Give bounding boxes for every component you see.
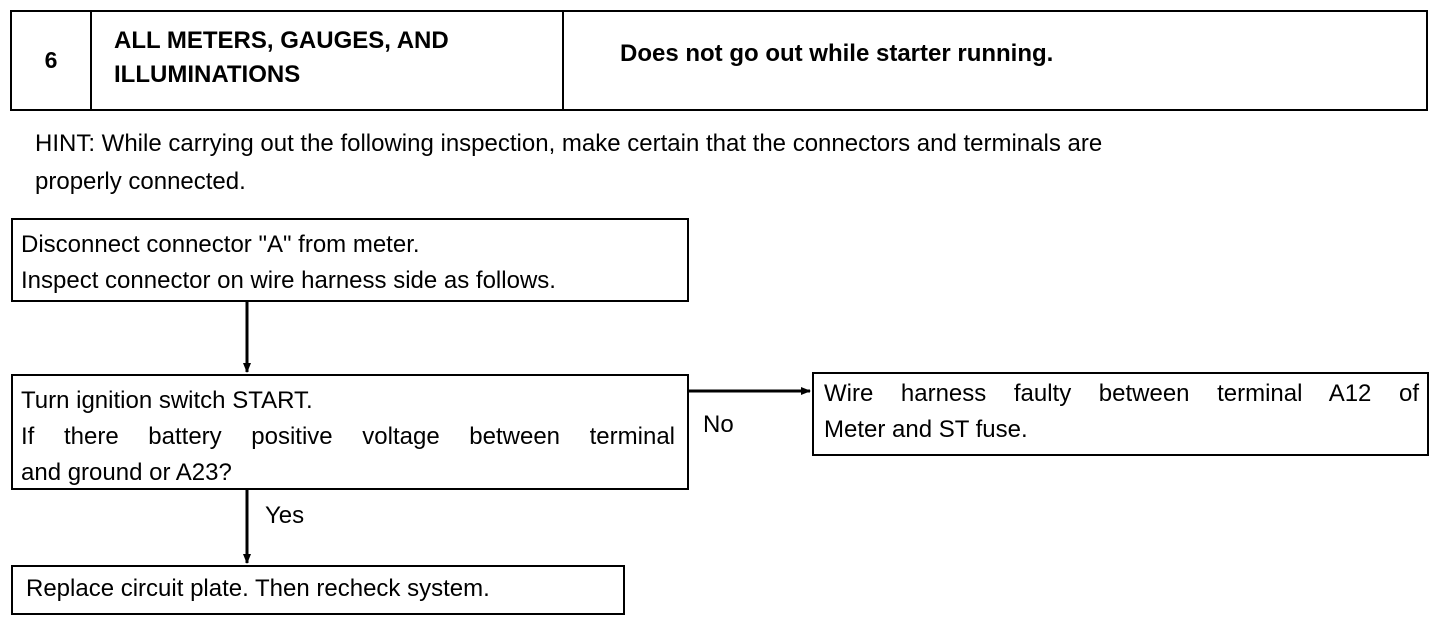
step2-line-3: and ground or A23? bbox=[21, 459, 232, 486]
step-disconnect-connector-box: Disconnect connector "A" from meter. Ins… bbox=[11, 218, 689, 302]
step2-line-1: Turn ignition switch START. bbox=[21, 387, 313, 414]
no-branch-label: No bbox=[703, 411, 734, 438]
section-title: ALL METERS, GAUGES, AND ILLUMINATIONS bbox=[92, 12, 564, 109]
step1-line-2: Inspect connector on wire harness side a… bbox=[21, 267, 556, 294]
no-result-line-1: Wire harness faulty between terminal A12… bbox=[824, 380, 1419, 407]
section-title-line-1: ALL METERS, GAUGES, AND bbox=[114, 27, 449, 54]
header-table: 6 ALL METERS, GAUGES, AND ILLUMINATIONS … bbox=[10, 10, 1428, 111]
step2-line-2: If there battery positive voltage betwee… bbox=[21, 423, 675, 450]
hint-paragraph: HINT: While carrying out the following i… bbox=[35, 125, 1335, 201]
step-ignition-check-box: Turn ignition switch START. If there bat… bbox=[11, 374, 689, 490]
result-no-box: Wire harness faulty between terminal A12… bbox=[812, 372, 1429, 456]
section-title-line-2: ILLUMINATIONS bbox=[114, 61, 301, 88]
symptom-text: Does not go out while starter running. bbox=[620, 40, 1054, 67]
yes-branch-label: Yes bbox=[265, 502, 305, 529]
hint-line-1: HINT: While carrying out the following i… bbox=[35, 130, 1103, 157]
yes-result-line-1: Replace circuit plate. Then recheck syst… bbox=[26, 575, 490, 602]
step-number: 6 bbox=[12, 12, 92, 109]
no-result-line-2: Meter and ST fuse. bbox=[824, 416, 1028, 443]
hint-line-2: properly connected. bbox=[35, 168, 246, 195]
step1-line-1: Disconnect connector "A" from meter. bbox=[21, 231, 420, 258]
result-yes-box: Replace circuit plate. Then recheck syst… bbox=[11, 565, 625, 615]
